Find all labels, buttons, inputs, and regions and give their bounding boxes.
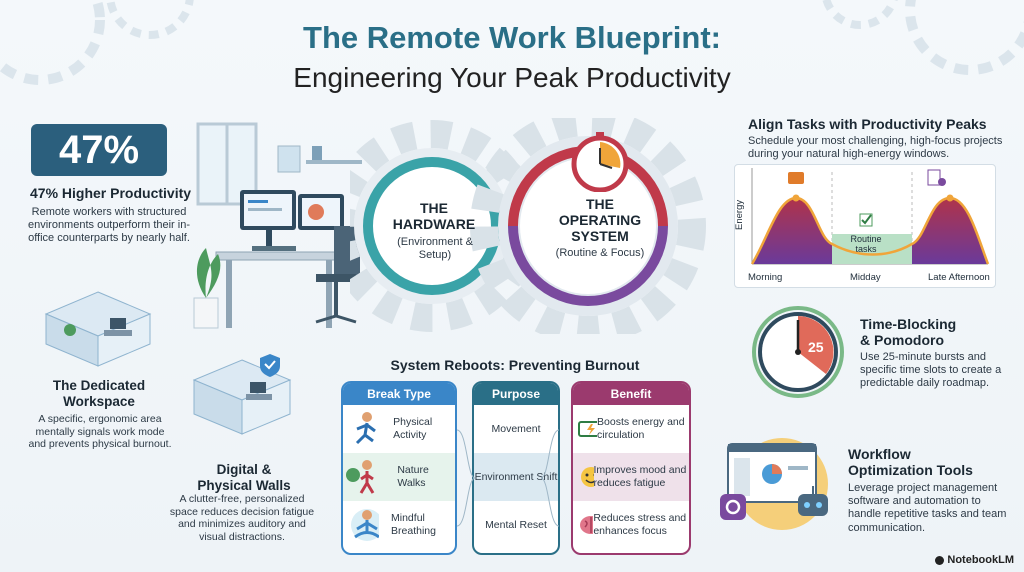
- purpose-row-mental: Mental Reset: [474, 501, 558, 549]
- stat-heading: 47% Higher Productivity: [30, 185, 192, 201]
- break-label: Mindful Breathing: [391, 512, 436, 537]
- col-header-benefit: Benefit: [573, 383, 689, 405]
- desk-setup-illustration: [193, 122, 362, 329]
- workflow-body: Leverage project management software and…: [848, 482, 1007, 534]
- break-row-physical: Physical Activity: [343, 405, 455, 453]
- benefit-row-mood: Improves mood and reduces fatigue: [573, 453, 689, 501]
- timeblock-heading-line2: & Pomodoro: [860, 332, 944, 349]
- workspace-heading-line1: The Dedicated: [52, 378, 146, 393]
- benefit-label: Boosts energy and circulation: [597, 416, 685, 441]
- routine-tasks-label: Routine tasks: [850, 234, 882, 254]
- purpose-row-environment: Environment Shift: [474, 453, 558, 501]
- timeblock-body: Use 25-minute bursts and specific time s…: [860, 351, 1002, 390]
- timeblock-heading-line1: Time-Blocking: [860, 316, 957, 332]
- benefit-label: Reduces stress and enhances focus: [593, 512, 687, 537]
- stat-body: Remote workers with structured environme…: [27, 206, 190, 245]
- gears-diagram: [350, 118, 706, 334]
- pomodoro-timer-icon: [752, 306, 844, 398]
- walking-person-icon: [346, 460, 375, 494]
- purpose-row-movement: Movement: [474, 405, 558, 453]
- energy-axis-label: Energy: [734, 199, 745, 230]
- benefit-row-stress: Reduces stress and enhances focus: [573, 501, 689, 549]
- hardware-title-line2: HARDWARE: [392, 216, 476, 233]
- walls-room-illustration: [192, 354, 292, 435]
- x-label-late-afternoon: Late Afternoon: [928, 272, 990, 283]
- stat-value-badge: 47%: [31, 124, 167, 176]
- walls-body: A clutter-free, personalized space reduc…: [169, 493, 315, 543]
- col-header-purpose: Purpose: [474, 383, 558, 405]
- workflow-heading-line2: Optimization Tools: [848, 462, 973, 479]
- col-header-break-type: Break Type: [343, 383, 455, 405]
- os-title-line3: SYSTEM: [571, 228, 629, 245]
- reboots-title: System Reboots: Preventing Burnout: [390, 357, 640, 373]
- walls-heading-line1: Digital &: [216, 462, 272, 477]
- battery-icon: [578, 421, 598, 437]
- break-row-mindful: Mindful Breathing: [343, 501, 455, 549]
- os-title-line2: OPERATING: [558, 212, 642, 229]
- break-type-column: Break Type Physical Activity Nature Walk…: [341, 381, 457, 555]
- break-label: Physical Activity: [393, 416, 433, 441]
- corner-gear-decoration-right: [822, 0, 1024, 75]
- benefit-label: Improves mood and reduces fatigue: [593, 464, 687, 489]
- workflow-heading-line1: Workflow: [848, 446, 911, 462]
- break-label: Nature Walks: [397, 464, 429, 489]
- smiley-icon: [581, 467, 594, 487]
- align-body: Schedule your most challenging, high-foc…: [748, 135, 1003, 161]
- benefit-row-energy: Boosts energy and circulation: [573, 405, 689, 453]
- corner-gear-decoration: [0, 0, 194, 85]
- brand-name: NotebookLM: [947, 554, 1014, 566]
- break-row-nature: Nature Walks: [343, 453, 455, 501]
- purpose-label: Movement: [491, 422, 541, 435]
- x-label-midday: Midday: [850, 272, 881, 283]
- workspace-body: A specific, ergonomic area mentally sign…: [28, 413, 172, 451]
- walls-heading-line2: Physical Walls: [197, 477, 291, 493]
- brand-logo: NotebookLM: [935, 554, 1014, 566]
- timer-value: 25: [808, 339, 824, 355]
- purpose-label: Environment Shift: [474, 470, 558, 483]
- notebooklm-icon: [935, 555, 945, 565]
- hardware-subtitle: (Environment & Setup): [397, 236, 473, 262]
- purpose-label: Mental Reset: [485, 518, 547, 531]
- x-label-morning: Morning: [748, 272, 783, 283]
- meditation-person-icon: [351, 509, 380, 541]
- page-title: The Remote Work Blueprint:: [303, 20, 721, 55]
- page-subtitle: Engineering Your Peak Productivity: [293, 62, 731, 93]
- os-title-line1: THE: [586, 196, 614, 212]
- energy-curve-chart: [750, 168, 990, 265]
- table-connector-lines: [456, 429, 560, 527]
- workspace-heading-line2: Workspace: [63, 393, 135, 409]
- clock-icon: [571, 132, 629, 192]
- workflow-tools-illustration: [720, 438, 828, 530]
- purpose-column: Purpose Movement Environment Shift Menta…: [472, 381, 560, 555]
- running-person-icon: [355, 412, 376, 445]
- hardware-title-line1: THE: [420, 200, 448, 216]
- workspace-room-illustration: [44, 291, 152, 367]
- os-subtitle: (Routine & Focus): [555, 247, 645, 259]
- benefit-column: Benefit Boosts energy and circulation Im…: [571, 381, 691, 555]
- align-heading: Align Tasks with Productivity Peaks: [748, 116, 987, 132]
- brain-icon: [580, 516, 594, 534]
